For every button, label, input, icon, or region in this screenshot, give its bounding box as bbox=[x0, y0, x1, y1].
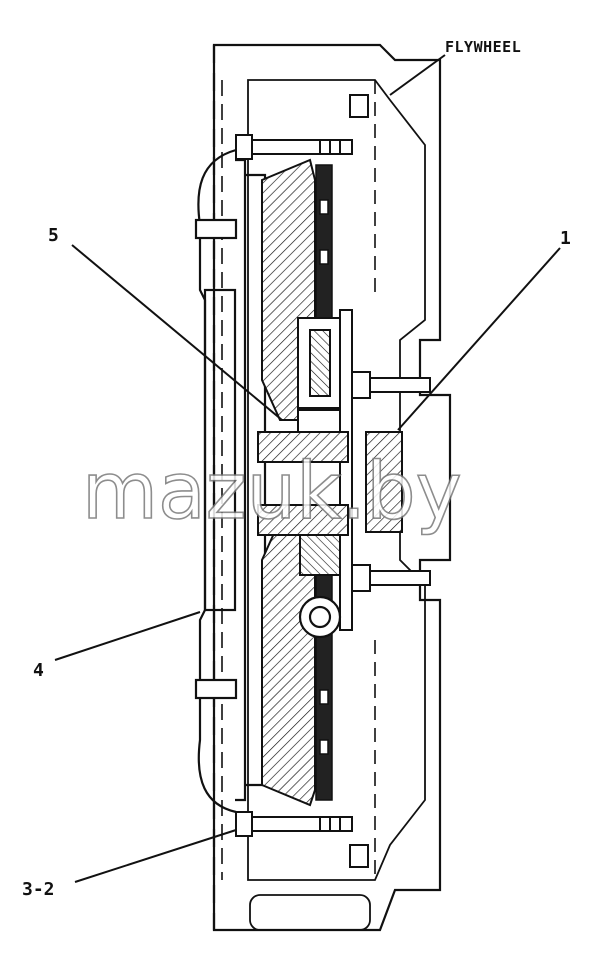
callout-4: 4 bbox=[33, 660, 44, 681]
top-bolt bbox=[235, 134, 353, 160]
leader-flywheel bbox=[389, 54, 446, 96]
leader-lines bbox=[54, 54, 561, 883]
bottom-bolt-3-2 bbox=[235, 811, 353, 837]
callout-1: 1 bbox=[560, 228, 571, 249]
watermark: mazuk.by bbox=[82, 447, 462, 537]
flywheel-housing bbox=[212, 43, 452, 932]
leader-4 bbox=[54, 611, 201, 661]
leader-3-2 bbox=[74, 829, 237, 883]
studs bbox=[349, 94, 431, 868]
clutch-cover bbox=[194, 148, 267, 814]
release-bearing bbox=[257, 431, 403, 576]
leader-5 bbox=[71, 244, 283, 421]
pilot-bearing bbox=[298, 595, 342, 639]
flywheel-label: FLYWHEEL bbox=[445, 38, 521, 56]
leader-1 bbox=[397, 247, 561, 431]
callout-5: 5 bbox=[48, 225, 59, 246]
callout-3-2: 3-2 bbox=[22, 879, 55, 900]
